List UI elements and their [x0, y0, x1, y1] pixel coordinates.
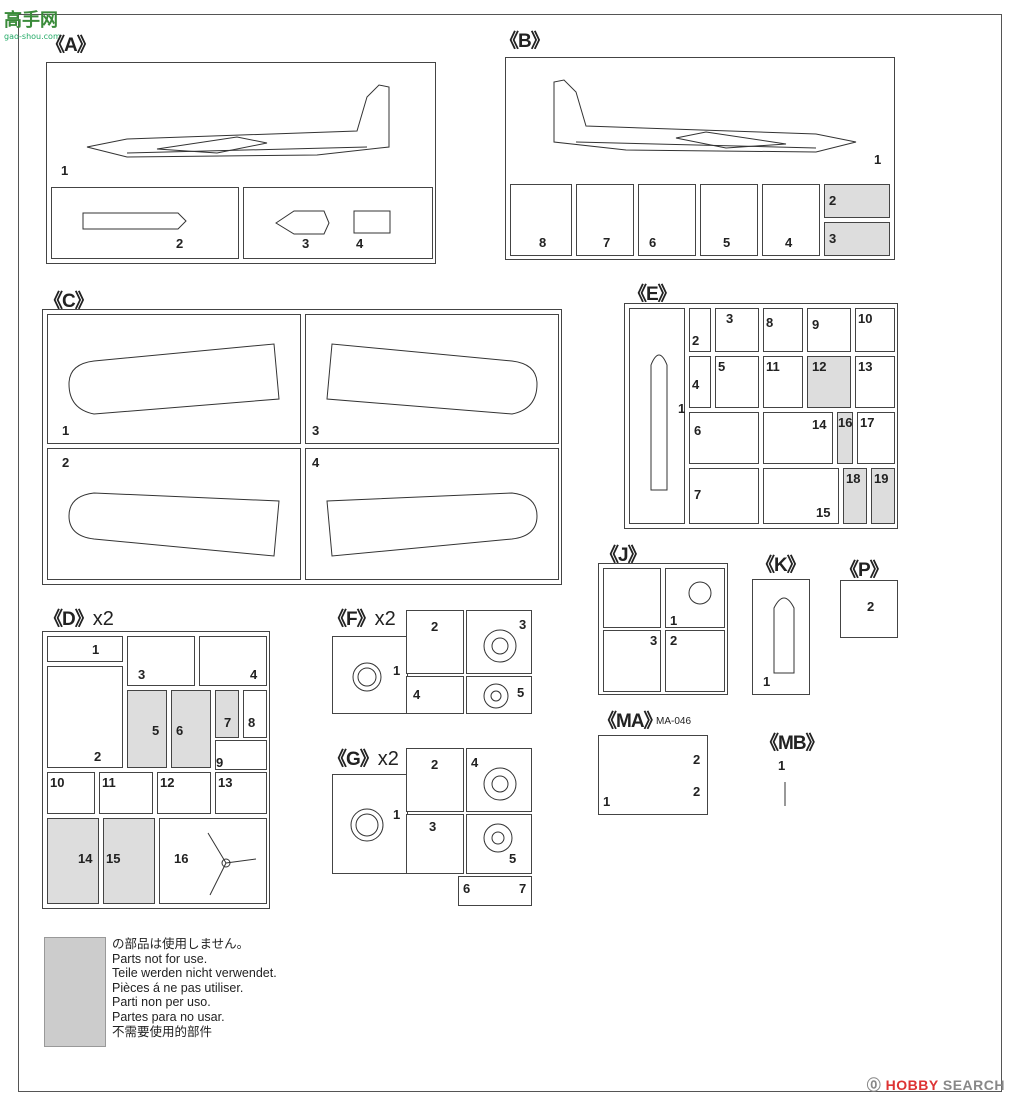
cell-a34: 3 4 — [243, 187, 433, 259]
bomb-bay-icon — [773, 597, 795, 674]
cell-c3: 3 — [305, 314, 559, 444]
wing-icon — [326, 343, 538, 415]
ma-code: MA-046 — [656, 716, 692, 727]
radial-engine-icon — [483, 823, 513, 853]
unused-parts-legend: の部品は使用しません。 Parts not for use. Teile wer… — [112, 937, 277, 1039]
cockpit-floor-icon — [650, 354, 668, 491]
sprue-b: 1 8 7 6 5 4 2 3 — [505, 57, 895, 260]
sprue-c: 1 3 2 4 — [42, 309, 562, 585]
sprue-j: 1 3 2 — [598, 563, 728, 695]
antenna-icon — [784, 782, 786, 806]
section-label-k: 《K》 — [756, 555, 806, 576]
radial-engine-icon — [483, 683, 509, 709]
sprue-a: 1 2 3 4 — [46, 62, 436, 264]
cell-b5: 5 — [700, 184, 758, 256]
sprue-ma: 1 2 2 — [598, 735, 708, 815]
cowling-icon — [350, 808, 384, 842]
wing-icon — [68, 343, 280, 415]
cowling-ring-icon — [688, 581, 712, 605]
section-label-p: 《P》 — [840, 560, 889, 581]
section-label-e: 《E》 — [628, 284, 677, 305]
cowling-icon — [352, 662, 382, 692]
cell-c2: 2 — [47, 448, 301, 580]
cell-b7: 7 — [576, 184, 634, 256]
section-label-j: 《J》 — [600, 545, 647, 566]
section-label-g: 《G》x2 — [328, 748, 399, 770]
fuselage-right-icon — [553, 79, 857, 153]
cell-b6: 6 — [638, 184, 696, 256]
page-frame — [18, 14, 1002, 1092]
section-label-mb: 《MB》 — [760, 733, 825, 754]
cell-b4: 4 — [762, 184, 820, 256]
cell-c1: 1 — [47, 314, 301, 444]
section-label-c: 《C》 — [44, 291, 94, 312]
cell-e1: 1 — [629, 308, 685, 524]
cell-b8: 8 — [510, 184, 572, 256]
section-label-b: 《B》 — [500, 31, 550, 52]
section-label-f: 《F》x2 — [328, 608, 396, 630]
section-label-ma: 《MA》 — [598, 711, 663, 732]
sprue-g: 1 2 4 3 5 6 7 — [332, 744, 534, 908]
sprue-f: 1 2 3 4 5 — [332, 606, 534, 714]
drop-tank-icon — [82, 212, 187, 230]
part-number: 1 — [61, 163, 69, 178]
cell-a2: 2 — [51, 187, 239, 259]
section-label-d: 《D》x2 — [44, 608, 114, 630]
wing-icon — [326, 492, 538, 557]
unused-parts-swatch — [44, 937, 106, 1047]
canopy-icon — [275, 210, 391, 235]
section-label-a: 《A》 — [46, 35, 96, 56]
sprue-k: 1 — [752, 579, 810, 695]
cell-b2: 2 — [824, 184, 890, 218]
cell-b3: 3 — [824, 222, 890, 256]
sprue-p: 2 — [840, 580, 898, 638]
part-number: 1 — [778, 758, 786, 773]
propeller-icon — [207, 832, 257, 896]
sprue-d: 1 3 4 2 5 6 7 8 9 10 11 12 13 14 15 16 — [42, 631, 270, 909]
engine-icon — [483, 767, 517, 801]
fuselage-left-icon — [86, 84, 390, 158]
cell-c4: 4 — [305, 448, 559, 580]
sprue-e: 1 2 4 3 5 6 7 8 9 10 11 12 13 14 16 17 1… — [624, 303, 898, 529]
engine-icon — [483, 629, 517, 663]
wing-icon — [68, 492, 280, 557]
watermark: ⓪ HOBBY SEARCH — [866, 1077, 1005, 1093]
